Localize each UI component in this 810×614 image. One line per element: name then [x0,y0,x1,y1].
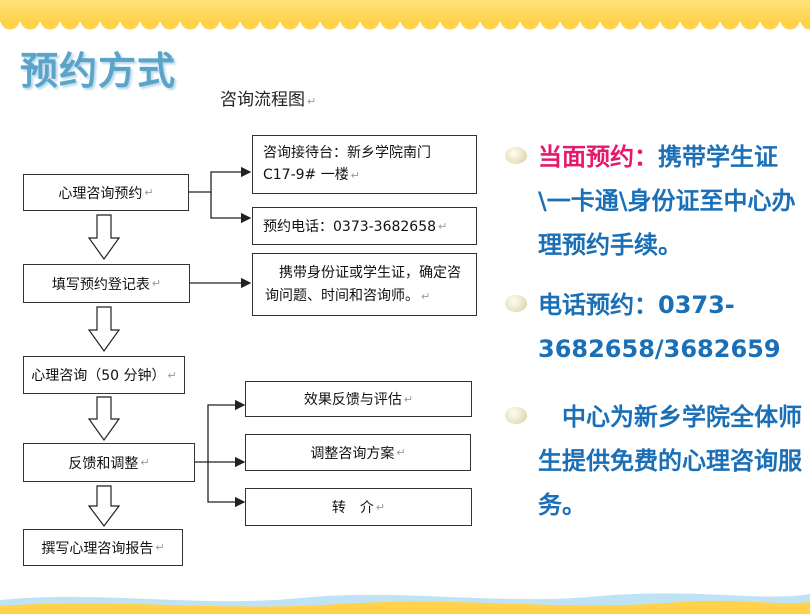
bullet-icon [505,295,527,312]
phone-info-box: 预约电话：0373-3682658↵ [252,207,477,245]
top-decoration-bar [0,0,810,30]
bullet-icon [505,147,527,164]
option-adjust-plan: 调整咨询方案↵ [245,434,471,471]
reception-info-box: 咨询接待台：新乡学院南门 C17-9# 一楼↵ [252,135,477,194]
step-counseling-session: 心理咨询（50 分钟）↵ [23,356,185,394]
step-registration-form: 填写预约登记表↵ [23,264,190,303]
step-report: 撰写心理咨询报告↵ [23,529,183,566]
bullet-icon [505,407,527,424]
slide-title: 预约方式 [20,49,177,93]
bottom-wave-decoration [0,593,810,614]
requirement-box: 携带身份证或学生证，确定咨询问题、时间和咨询师。↵ [252,253,477,316]
step-appointment: 心理咨询预约↵ [23,174,189,211]
bullet-free-service: 中心为新乡学院全体师生提供免费的心理咨询服务。 [505,395,805,527]
option-evaluation: 效果反馈与评估↵ [245,381,472,417]
bullet-phone: 电话预约：0373-3682658/3682659 [505,283,805,371]
step-feedback-adjust: 反馈和调整↵ [23,443,195,482]
info-bullets: 当面预约：携带学生证\一卡通\身份证至中心办理预约手续。 电话预约：0373-3… [505,135,805,519]
bullet-in-person: 当面预约：携带学生证\一卡通\身份证至中心办理预约手续。 [505,135,805,267]
flowchart-title: 咨询流程图↵ [220,90,317,110]
option-referral: 转 介↵ [245,488,472,526]
